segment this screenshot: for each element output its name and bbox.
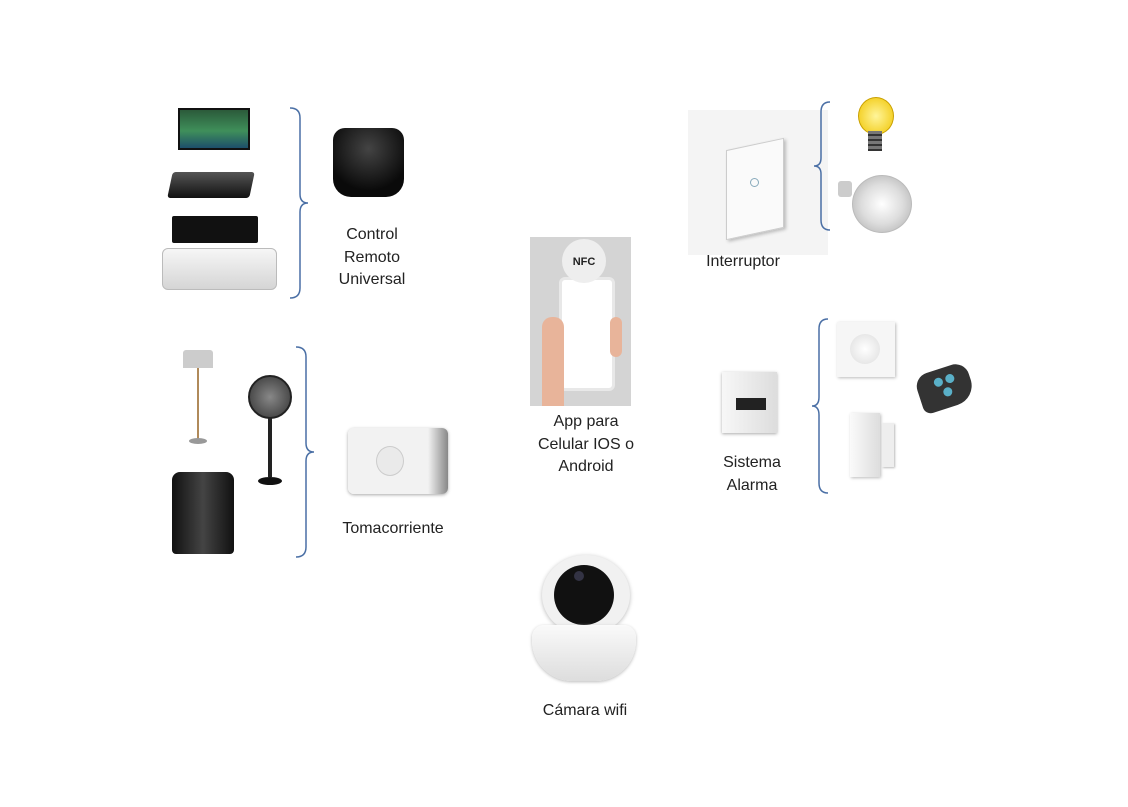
- floor-lamp-icon: [183, 350, 213, 446]
- wifi-camera-icon: [528, 555, 640, 683]
- label-line: Control: [346, 226, 398, 243]
- alarm-label: Sistema Alarma: [702, 452, 802, 497]
- coffee-maker-icon: [172, 472, 234, 554]
- air-conditioner-icon: [162, 248, 277, 290]
- nfc-tag-text: NFC: [572, 256, 596, 268]
- switch-label: Interruptor: [706, 253, 780, 270]
- phone-icon: [559, 277, 615, 391]
- label-line: App para: [553, 413, 619, 430]
- bracket-switch: [813, 101, 831, 231]
- nfc-tag-icon: NFC: [562, 239, 606, 283]
- door-sensor-icon: [850, 413, 894, 477]
- app-label: App para Celular IOS o Android: [526, 411, 646, 479]
- bracket-remote: [289, 107, 309, 299]
- label-line: Android: [558, 458, 614, 475]
- smart-plug-icon: [348, 428, 448, 494]
- label-line: Remoto: [343, 248, 401, 266]
- universal-remote-hub-icon: [333, 128, 404, 197]
- label-line: Universal: [338, 271, 406, 288]
- label-line: Celular IOS o: [537, 435, 635, 453]
- label-line: Alarma: [726, 476, 778, 494]
- hand-icon: [542, 317, 564, 406]
- alarm-hub-icon: [722, 372, 777, 433]
- light-bulb-icon: [858, 97, 894, 157]
- set-top-box-icon: [172, 216, 258, 243]
- bracket-path: [295, 346, 315, 558]
- camera-label: Cámara wifi: [542, 702, 628, 719]
- wall-switch-icon: [688, 110, 828, 255]
- outlet-label: Tomacorriente: [342, 520, 444, 537]
- bracket-alarm: [811, 318, 829, 494]
- phone-app-image: NFC: [530, 237, 631, 406]
- led-bulb-icon: [838, 175, 912, 233]
- fan-icon: [248, 375, 292, 485]
- bracket-path: [289, 107, 309, 299]
- bracket-path: [811, 318, 829, 494]
- motion-sensor-icon: [837, 322, 895, 377]
- finger-icon: [610, 317, 622, 357]
- key-fob-remote-icon: [913, 360, 977, 416]
- tv-icon: [178, 108, 250, 150]
- bracket-outlet: [295, 346, 315, 558]
- label-line: Sistema: [723, 454, 781, 471]
- bracket-path: [813, 101, 831, 231]
- dvd-player-icon: [167, 172, 255, 198]
- remote-label: Control Remoto Universal: [322, 224, 422, 292]
